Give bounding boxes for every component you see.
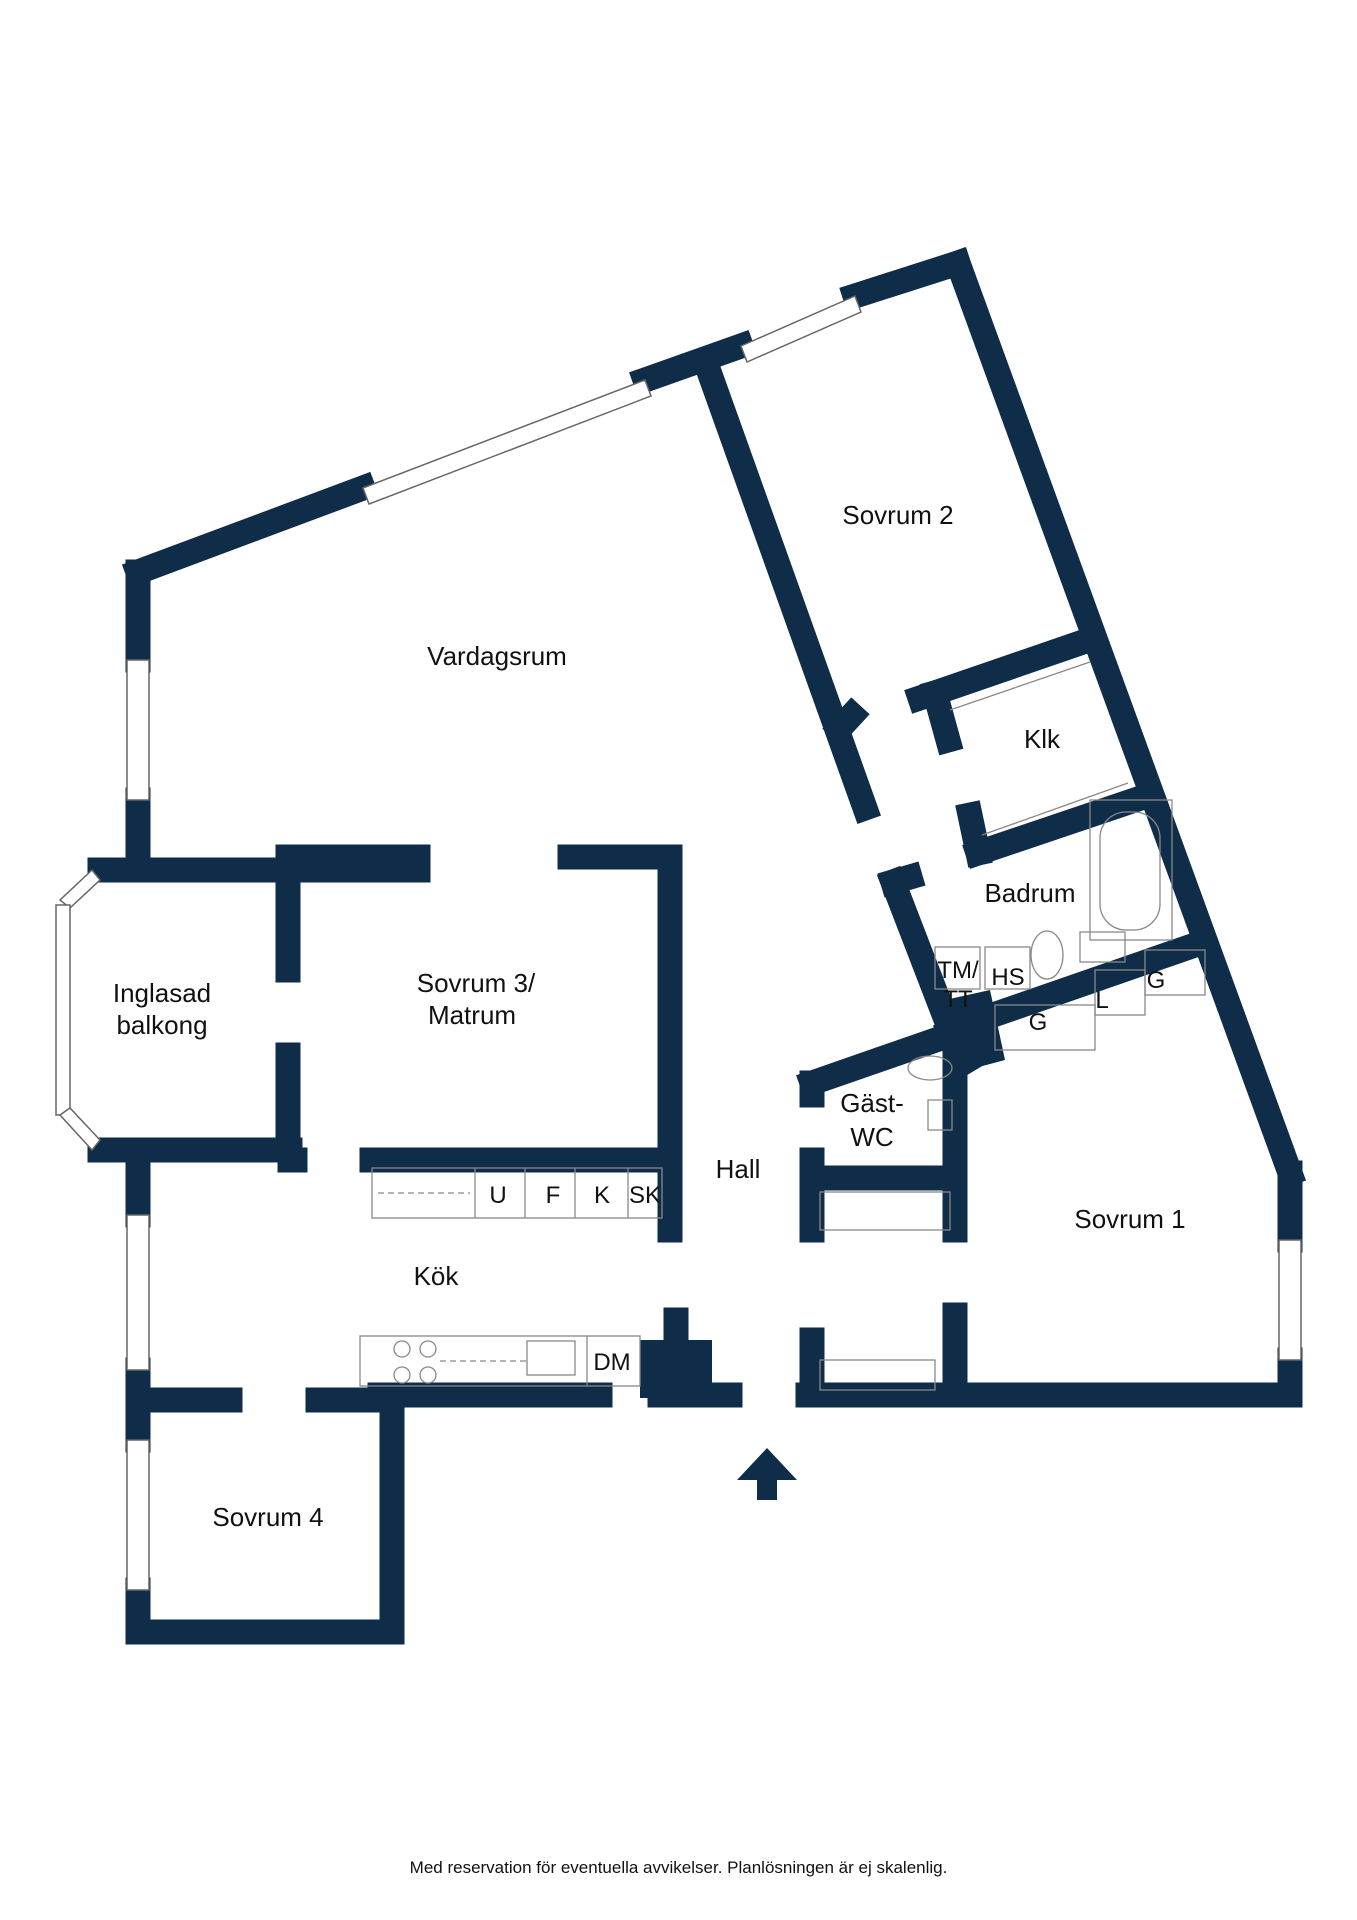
label-u: U [489, 1182, 506, 1209]
label-l: L [1095, 987, 1108, 1014]
label-dm: DM [593, 1349, 630, 1376]
solid-columns [640, 990, 1005, 1398]
room-labels: Sovrum 2 Vardagsrum Klk Badrum TM/ TT HS… [113, 500, 1186, 1532]
label-sovrum-4: Sovrum 4 [212, 1502, 323, 1532]
label-klk: Klk [1024, 724, 1061, 754]
label-sovrum-1: Sovrum 1 [1074, 1204, 1185, 1234]
label-sovrum-2: Sovrum 2 [842, 500, 953, 530]
label-sovrum-3: Sovrum 3/ [417, 968, 536, 998]
label-sk: SK [629, 1182, 661, 1209]
windows [55, 294, 1302, 1591]
entrance-arrow-icon [737, 1448, 797, 1500]
disclaimer-text: Med reservation för eventuella avvikelse… [409, 1858, 948, 1877]
label-matrum: Matrum [428, 1000, 516, 1030]
label-k: K [594, 1182, 610, 1209]
label-wc: WC [850, 1122, 893, 1152]
label-tm: TM/ [937, 957, 979, 984]
label-inglasad: Inglasad [113, 978, 211, 1008]
label-g-left: G [1029, 1009, 1048, 1036]
label-f: F [546, 1182, 561, 1209]
walls [87, 246, 1307, 1645]
label-vardagsrum: Vardagsrum [427, 641, 567, 671]
label-hs: HS [991, 964, 1024, 991]
label-gast: Gäst- [840, 1088, 904, 1118]
fixtures [359, 661, 1206, 1391]
label-tt: TT [943, 986, 973, 1013]
label-balkong: balkong [116, 1010, 207, 1040]
label-badrum: Badrum [984, 878, 1075, 908]
label-kok: Kök [414, 1261, 460, 1291]
label-g-right: G [1147, 967, 1166, 994]
label-hall: Hall [716, 1154, 761, 1184]
